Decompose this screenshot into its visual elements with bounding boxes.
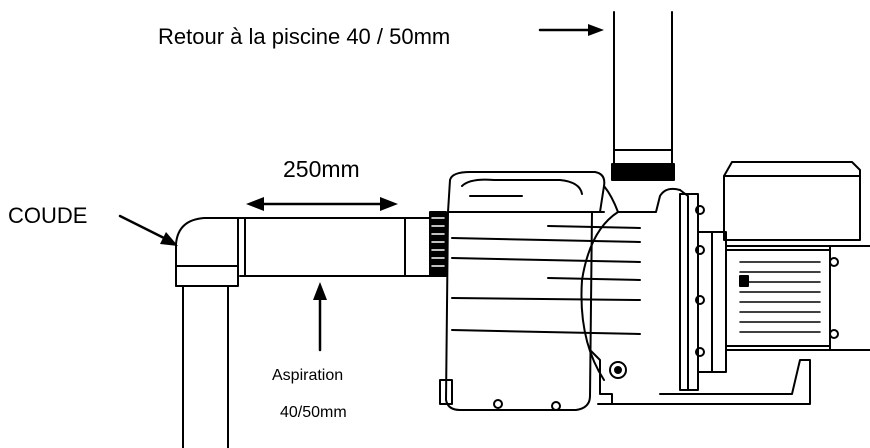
return-line-label: Retour à la piscine 40 / 50mm xyxy=(158,24,451,49)
return-pipe xyxy=(611,11,675,181)
vertical-suction-pipe xyxy=(182,285,229,448)
horizontal-suction-pipe xyxy=(239,217,433,277)
pump-body xyxy=(439,171,689,411)
length-label: 250mm xyxy=(283,156,360,182)
return-flow-arrow xyxy=(538,24,604,36)
pump-flange xyxy=(679,193,713,391)
suction-pointer-arrow xyxy=(313,282,327,352)
suction-title-label: Aspiration xyxy=(272,367,344,384)
arrows xyxy=(118,24,604,352)
length-dimension-arrow xyxy=(246,197,398,211)
elbow-label: COUDE xyxy=(8,203,88,228)
elbow-fitting xyxy=(175,217,246,287)
terminal-box xyxy=(723,161,861,241)
inlet-union xyxy=(429,211,447,277)
elbow-pointer-arrow xyxy=(118,214,178,246)
pump-base xyxy=(589,349,869,405)
suction-size-label: 40/50mm xyxy=(280,404,347,421)
